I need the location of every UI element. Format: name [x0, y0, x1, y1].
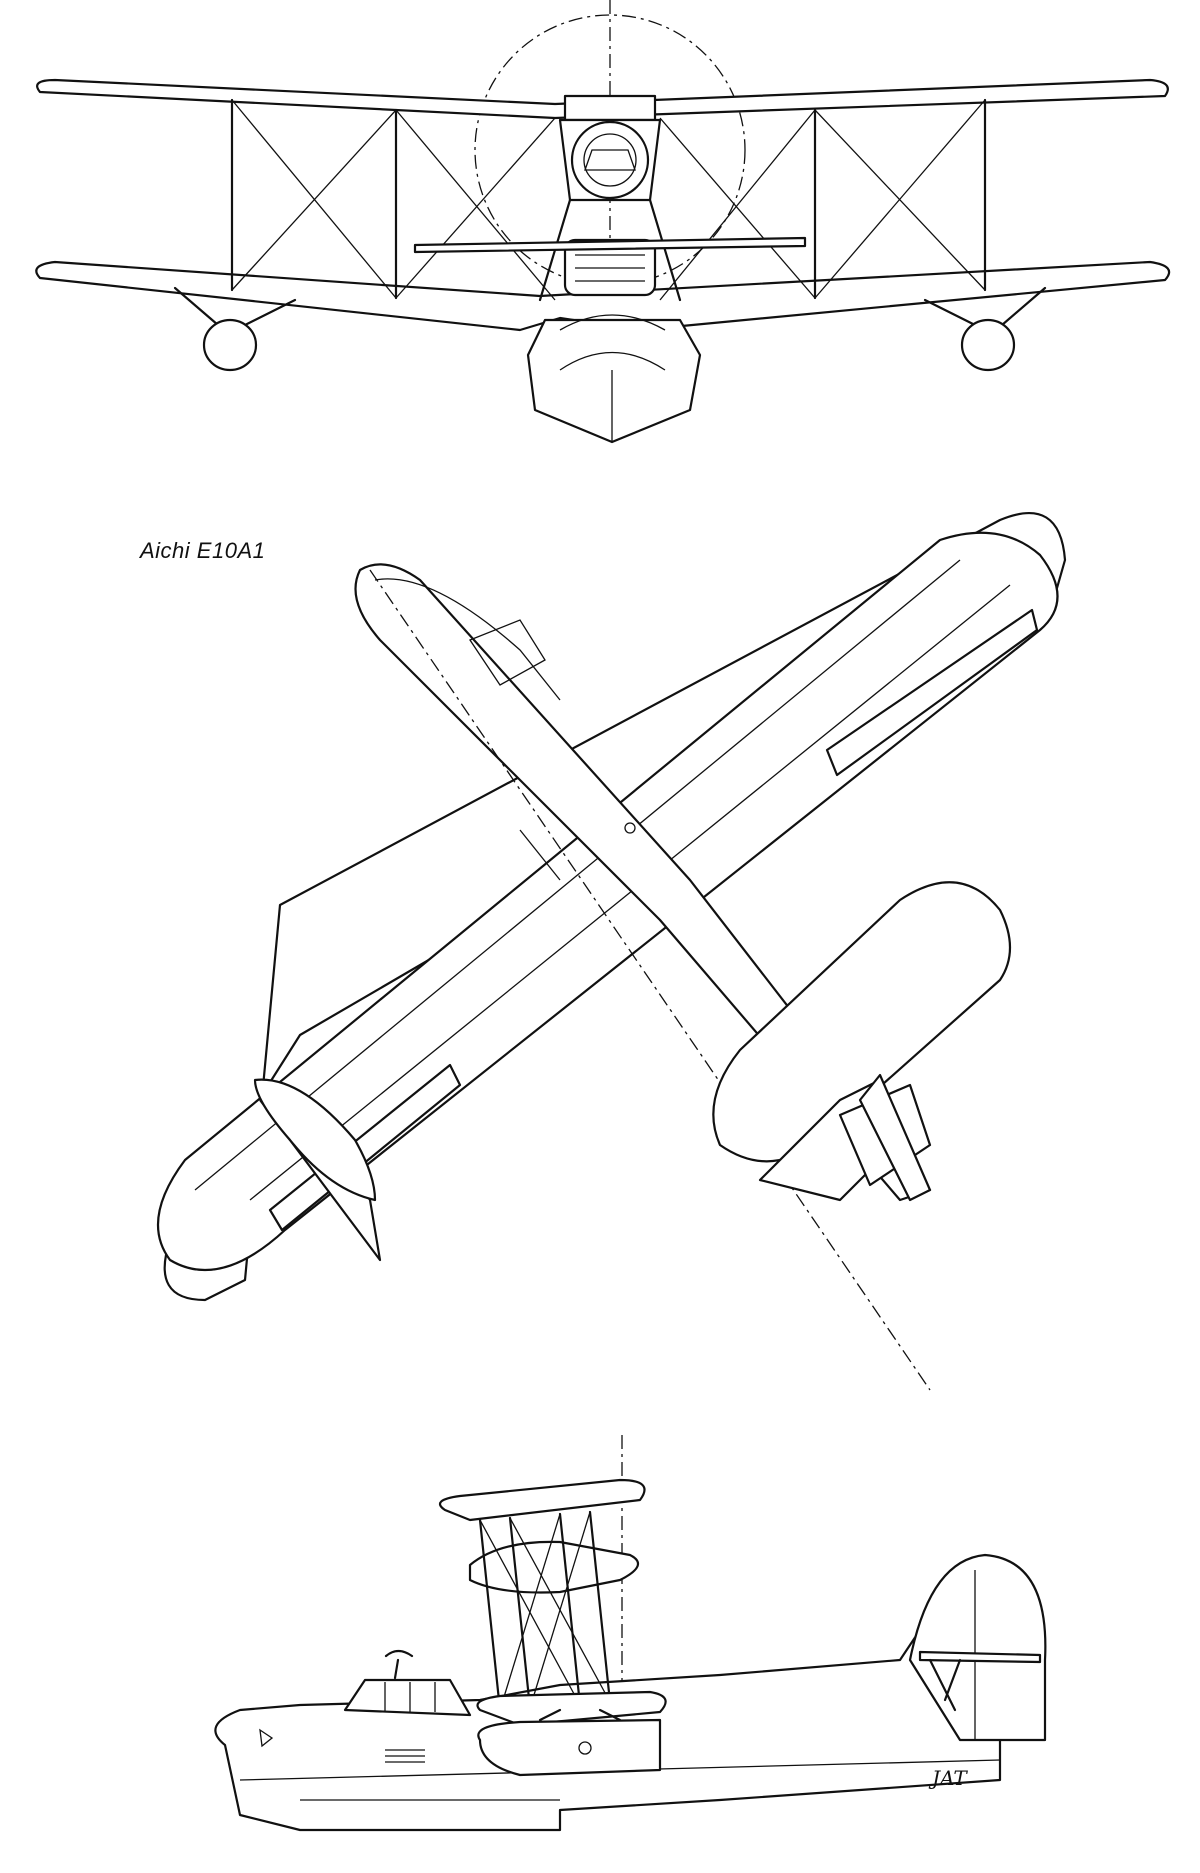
- plan-view-svg: [156, 511, 1067, 1391]
- front-view-drawing: [0, 0, 1200, 470]
- drawing-title: Aichi E10A1: [140, 538, 266, 563]
- side-view-svg: [214, 1435, 1047, 1832]
- antenna-mast: [384, 1649, 414, 1680]
- tailplane-side: [918, 1650, 1042, 1664]
- propeller-disc: [474, 14, 746, 286]
- upper-wing-side: [438, 1478, 646, 1522]
- tail-fin-side: [908, 1553, 1047, 1742]
- engine-nacelle: [538, 94, 682, 302]
- upper-wing-plan: [156, 531, 1059, 1272]
- plan-view-drawing: [0, 500, 1200, 1440]
- lower-wing-side: [476, 1690, 667, 1727]
- tailplane: [413, 236, 807, 254]
- cabin-side: [343, 1678, 472, 1717]
- wing-float-side: [477, 1718, 662, 1777]
- side-view-drawing: [0, 1420, 1200, 1873]
- wing-struts-side: [478, 1510, 612, 1712]
- wing-floats: [173, 286, 1047, 372]
- hull: [526, 318, 702, 444]
- front-view-svg: [35, 0, 1171, 444]
- interplane-struts: [230, 98, 987, 301]
- artist-signature: JAT: [932, 1766, 967, 1790]
- hull-marking: [259, 1728, 274, 1748]
- aileron-right: [825, 608, 1039, 777]
- aileron-left: [268, 1063, 462, 1232]
- fin-plan: [858, 1073, 932, 1202]
- cockpit-plan: [469, 619, 546, 686]
